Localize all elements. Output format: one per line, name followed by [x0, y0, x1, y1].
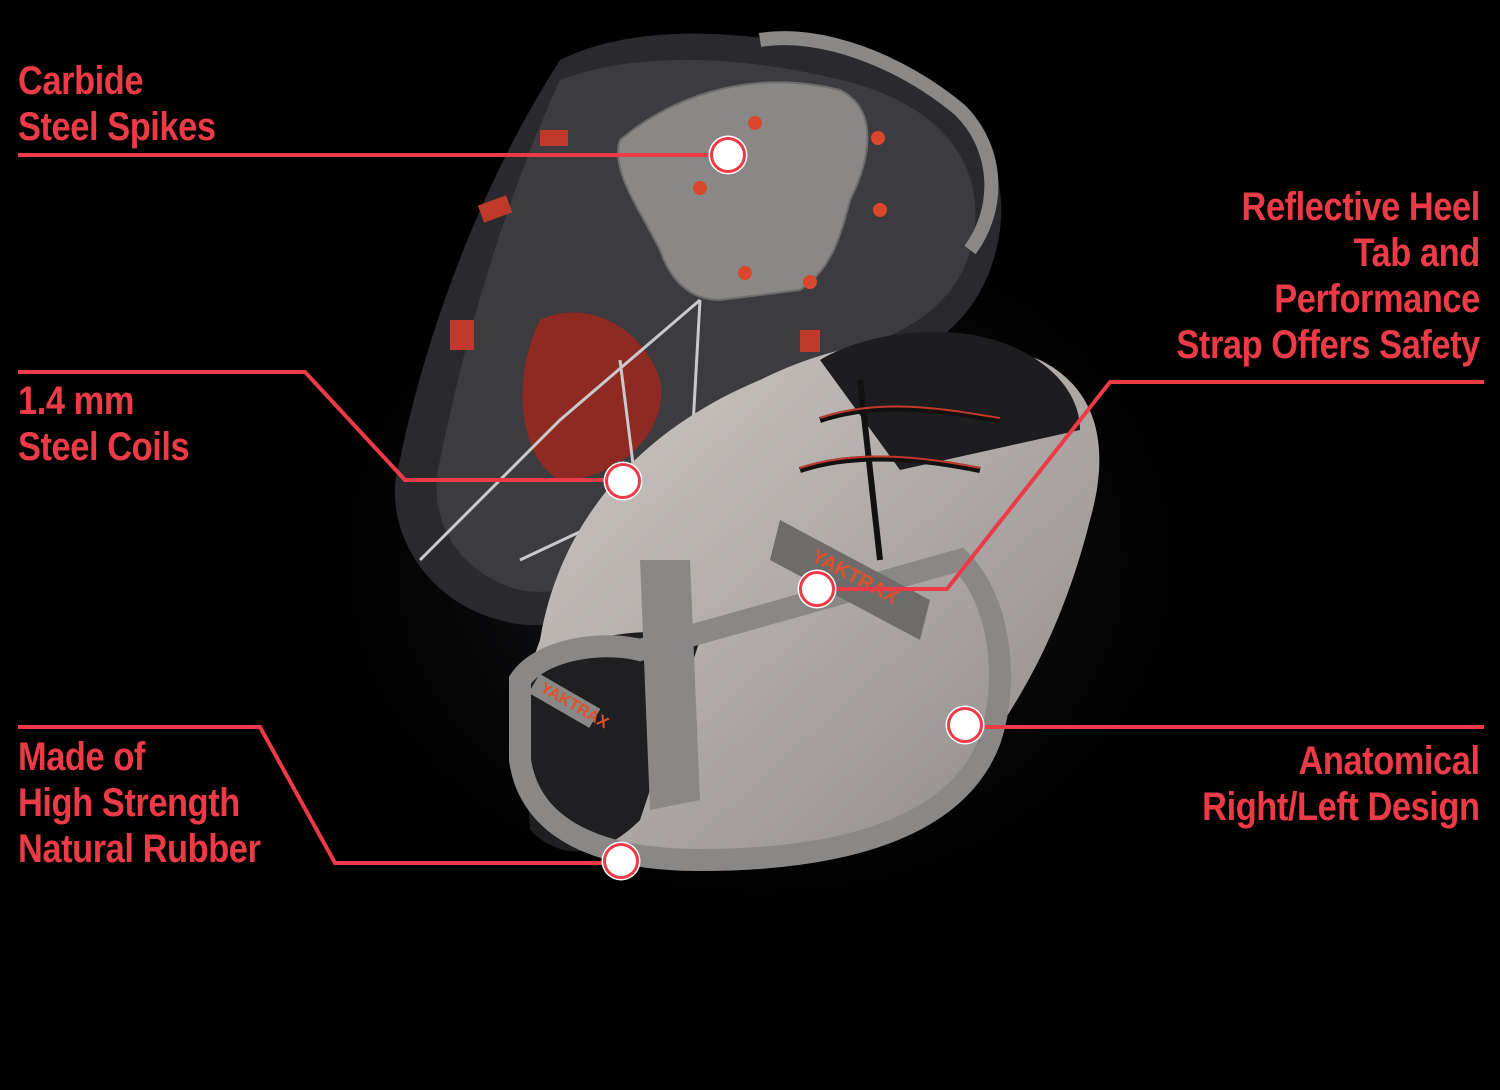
callout-label-spikes: Carbide Steel Spikes	[18, 59, 216, 149]
leader-lines	[18, 153, 1484, 865]
sole-view-shoe	[394, 31, 1002, 626]
callout-label-coils: 1.4 mm Steel Coils	[18, 379, 190, 469]
callout-marker-coils	[605, 463, 641, 499]
callout-label-strap: Reflective Heel Tab and Performance Stra…	[1176, 185, 1481, 367]
callout-label-design: Anatomical Right/Left Design	[1202, 739, 1481, 829]
callout-marker-spikes	[710, 137, 746, 173]
callout-marker-strap	[799, 571, 835, 607]
callout-label-rubber: Made of High Strength Natural Rubber	[18, 735, 261, 871]
callout-marker-rubber	[603, 843, 639, 879]
callout-marker-design	[947, 707, 983, 743]
